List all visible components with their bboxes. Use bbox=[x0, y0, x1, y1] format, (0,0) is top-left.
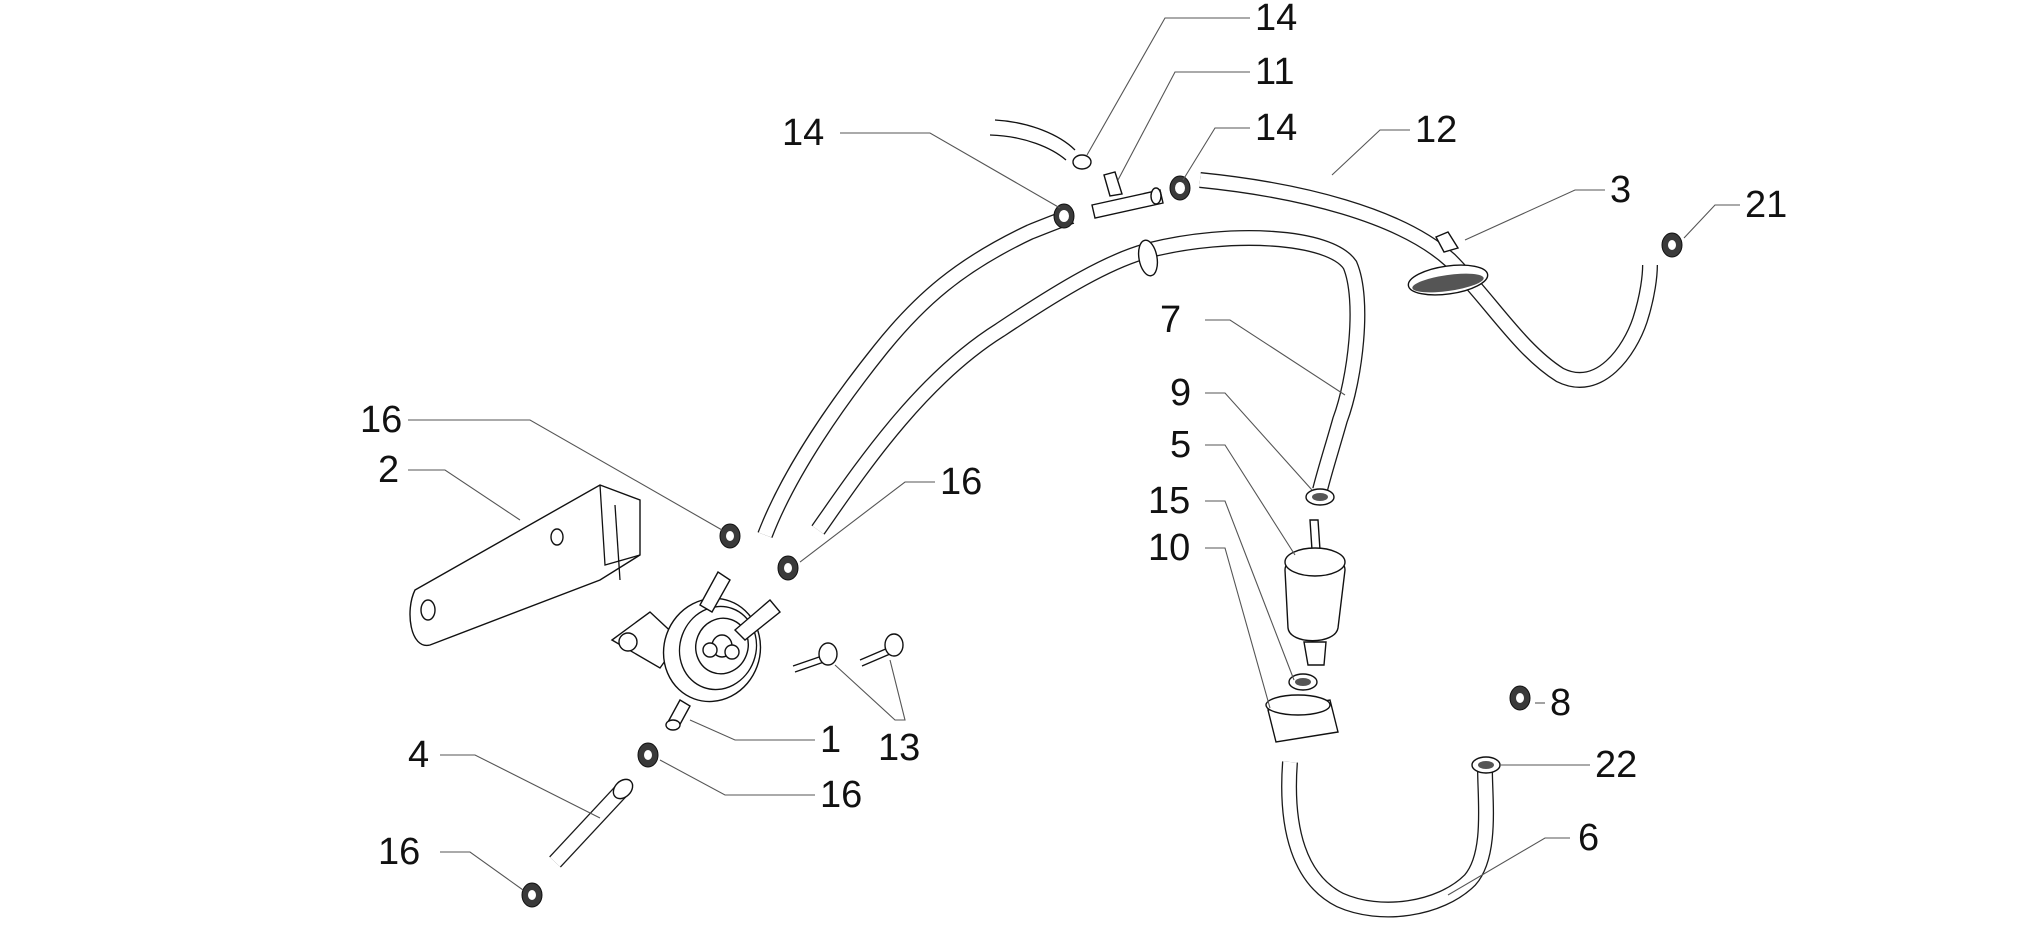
callout-14-left: 14 bbox=[782, 112, 824, 154]
callout-14-right: 14 bbox=[1255, 107, 1297, 149]
cap-10 bbox=[1265, 694, 1339, 743]
bracket-2 bbox=[409, 484, 641, 646]
hose-6 bbox=[1281, 761, 1495, 918]
clamp-16-d bbox=[521, 882, 543, 908]
callout-16-right: 16 bbox=[940, 461, 982, 503]
fuel-tap-1 bbox=[610, 570, 781, 731]
callout-21: 21 bbox=[1745, 184, 1787, 226]
callouts: 14 11 14 14 12 3 21 7 9 5 15 10 16 2 16 … bbox=[360, 0, 1787, 873]
callout-16-bottom: 16 bbox=[378, 831, 420, 873]
callout-11: 11 bbox=[1255, 51, 1294, 93]
clamp-16-b bbox=[777, 555, 799, 581]
callout-10: 10 bbox=[1148, 527, 1190, 569]
clamp-16-a bbox=[719, 523, 741, 549]
clamp-14-right bbox=[1169, 175, 1191, 201]
screw-13b bbox=[859, 633, 904, 667]
clamp-14-left bbox=[1053, 203, 1075, 229]
hose-4 bbox=[549, 778, 634, 868]
callout-22: 22 bbox=[1595, 744, 1637, 786]
hose-12 bbox=[1199, 172, 1658, 388]
callout-4: 4 bbox=[408, 734, 429, 776]
t-piece-11 bbox=[1091, 171, 1164, 219]
fuel-filter-5 bbox=[1284, 519, 1346, 666]
callout-5: 5 bbox=[1170, 424, 1191, 466]
callout-7: 7 bbox=[1160, 299, 1181, 341]
clamp-21 bbox=[1661, 232, 1683, 258]
clamp-15 bbox=[1288, 673, 1318, 691]
clamp-16-c bbox=[637, 742, 659, 768]
callout-2: 2 bbox=[378, 449, 399, 491]
clamp-22 bbox=[1471, 756, 1501, 774]
callout-6: 6 bbox=[1578, 817, 1599, 859]
callout-9: 9 bbox=[1170, 372, 1191, 414]
callout-13: 13 bbox=[878, 727, 920, 769]
callout-8: 8 bbox=[1550, 682, 1571, 724]
callout-12: 12 bbox=[1415, 109, 1457, 151]
leader-lines bbox=[408, 17, 1740, 896]
clamp-14-top bbox=[1072, 154, 1092, 170]
callout-15: 15 bbox=[1148, 480, 1190, 522]
callout-1: 1 bbox=[820, 719, 841, 761]
clamp-8 bbox=[1509, 685, 1531, 711]
clamp-9 bbox=[1305, 488, 1335, 506]
screw-13a bbox=[792, 642, 838, 673]
callout-3: 3 bbox=[1610, 169, 1631, 211]
callout-16-upper: 16 bbox=[360, 399, 402, 441]
strap-3 bbox=[1407, 231, 1489, 296]
callout-16-tap: 16 bbox=[820, 774, 862, 816]
hose-7-ring bbox=[1137, 239, 1159, 277]
short-hose-top bbox=[989, 119, 1076, 161]
hose-7 bbox=[811, 230, 1366, 535]
callout-14-top: 14 bbox=[1255, 0, 1297, 39]
vacuum-hose bbox=[757, 208, 1075, 538]
